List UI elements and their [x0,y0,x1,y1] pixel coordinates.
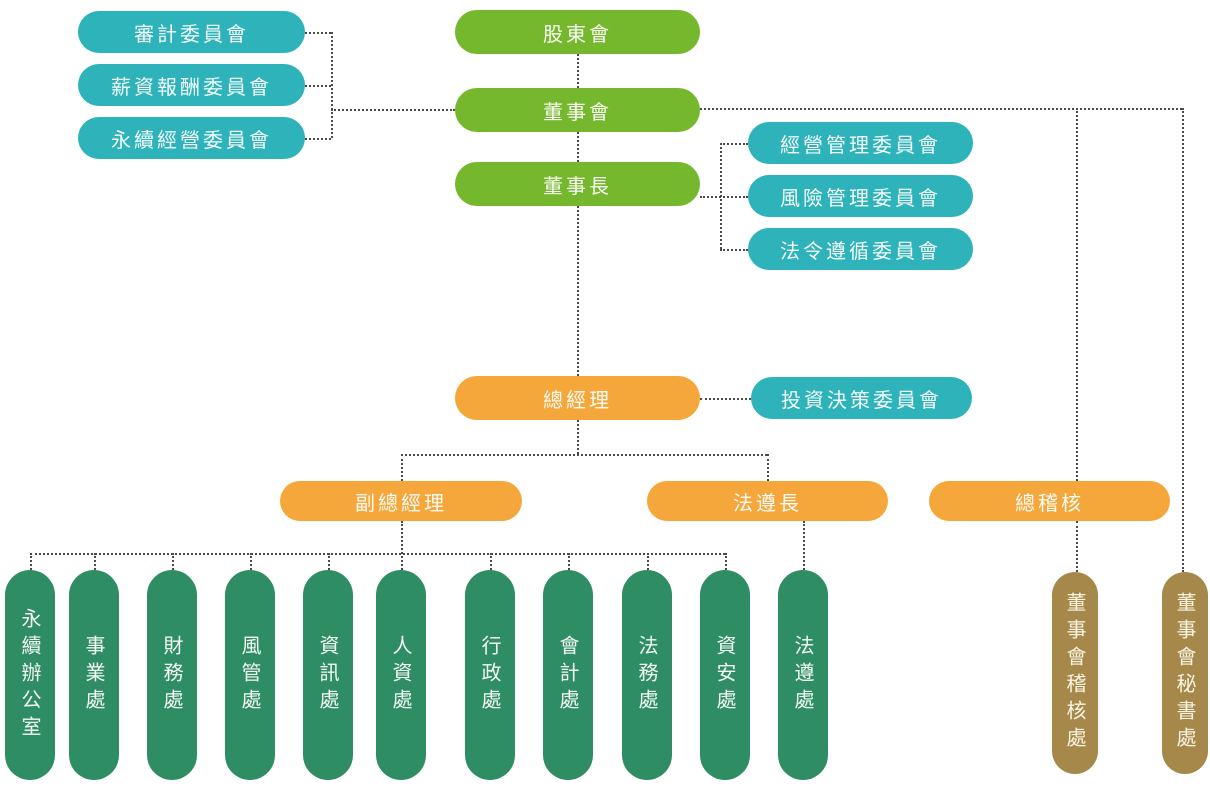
connector [30,553,725,555]
node-investment-decision-committee: 投資決策委員會 [751,377,972,419]
node-dept-business: 事業處 [69,570,119,780]
node-dept-administration: 行政處 [465,570,515,780]
connector [94,553,96,570]
connector [725,553,727,570]
connector [401,454,403,481]
node-board-of-directors: 董事會 [455,88,700,132]
connector [331,32,333,138]
connector [647,553,649,570]
node-chief-auditor: 總稽核 [929,481,1170,521]
node-legal-compliance-committee: 法令遵循委員會 [748,228,973,270]
node-risk-management-committee: 風險管理委員會 [748,175,973,217]
node-management-committee: 經營管理委員會 [748,122,973,164]
node-label: 董事會 [543,99,612,124]
connector [30,553,32,570]
node-label: 資訊處 [316,634,340,716]
node-dept-compliance: 法遵處 [778,570,828,780]
connector [568,553,570,570]
connector [328,553,330,570]
node-label: 法令遵循委員會 [780,238,941,263]
node-chairman: 董事長 [455,162,700,206]
node-label: 永續經營委員會 [111,127,272,152]
node-label: 人資處 [389,634,413,716]
node-president: 總經理 [455,376,700,420]
connector [720,143,748,145]
connector [305,138,331,140]
node-label: 資安處 [713,634,737,716]
node-label: 會計處 [556,634,580,716]
node-label: 法遵長 [733,490,802,515]
node-dept-risk-management: 風管處 [225,570,275,780]
connector [401,521,403,570]
node-dept-finance: 財務處 [147,570,197,780]
node-label: 永續辦公室 [18,607,42,743]
node-label: 審計委員會 [134,21,249,46]
connector [305,32,331,34]
connector [1182,108,1184,572]
node-dept-legal: 法務處 [622,570,672,780]
node-dept-human-resources: 人資處 [376,570,426,780]
node-label: 財務處 [160,634,184,716]
node-chief-compliance-officer: 法遵長 [647,481,888,521]
connector [577,206,579,376]
connector [1076,521,1078,572]
node-label: 風險管理委員會 [780,185,941,210]
node-board-secretariat-office: 董事會秘書處 [1162,572,1208,774]
node-label: 投資決策委員會 [781,387,942,412]
node-dept-accounting: 會計處 [543,570,593,780]
connector [250,553,252,570]
node-sustainability-committee: 永續經營委員會 [78,117,305,159]
node-vice-president: 副總經理 [280,481,522,521]
connector [305,85,331,87]
node-label: 法遵處 [791,634,815,716]
connector [577,420,579,454]
connector [700,398,751,400]
node-label: 法務處 [635,634,659,716]
node-remuneration-committee: 薪資報酬委員會 [78,64,305,106]
node-dept-information: 資訊處 [303,570,353,780]
node-label: 副總經理 [355,490,447,515]
connector [172,553,174,570]
node-label: 董事會稽核處 [1063,592,1087,754]
connector [720,249,748,251]
node-label: 經營管理委員會 [780,132,941,157]
node-label: 行政處 [478,634,502,716]
node-label: 薪資報酬委員會 [111,74,272,99]
connector [577,132,579,162]
node-label: 總稽核 [1015,490,1084,515]
connector [700,196,748,198]
node-label: 董事會秘書處 [1173,592,1197,754]
node-dept-information-security: 資安處 [700,570,750,780]
connector [767,454,769,481]
connector [401,454,767,456]
connector [803,521,805,570]
connector [331,109,455,111]
connector [700,108,1182,110]
connector [490,553,492,570]
node-label: 事業處 [82,634,106,716]
node-label: 股東會 [543,21,612,46]
node-audit-committee: 審計委員會 [78,11,305,53]
node-board-audit-office: 董事會稽核處 [1052,572,1098,774]
connector [1076,108,1078,481]
node-label: 風管處 [238,634,262,716]
node-label: 董事長 [543,173,612,198]
node-shareholders-meeting: 股東會 [455,10,700,54]
node-label: 總經理 [543,387,612,412]
connector [577,54,579,88]
node-dept-sustainability-office: 永續辦公室 [5,570,55,780]
